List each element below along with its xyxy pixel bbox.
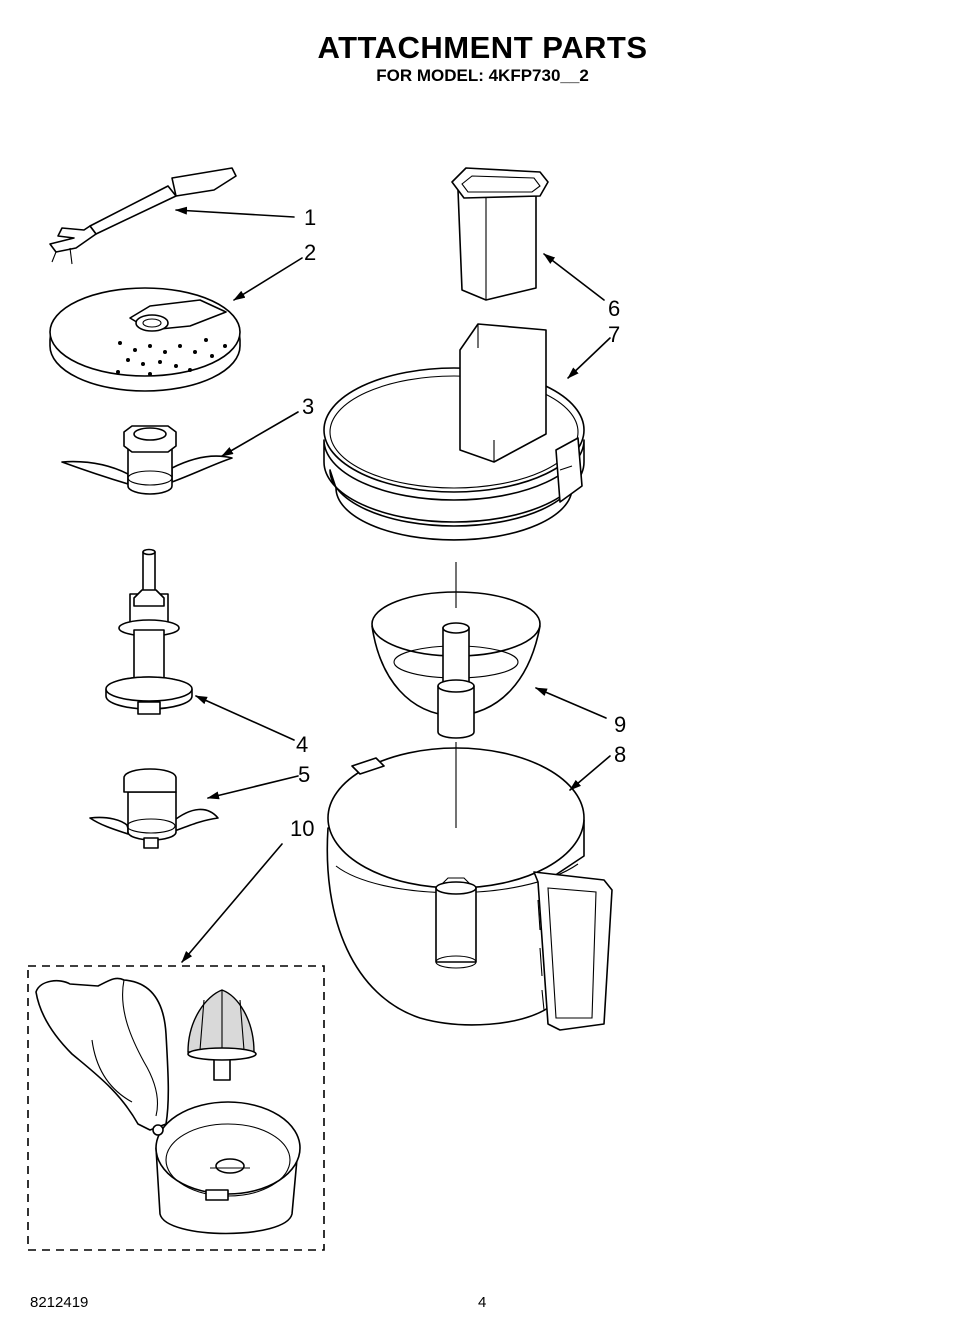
part-9-mini-bowl <box>371 591 541 739</box>
part-5-mini-blade <box>89 768 219 849</box>
callout-8: 8 <box>614 742 626 767</box>
callout-leaders <box>175 206 611 963</box>
callout-6: 6 <box>608 296 620 321</box>
part-6-small-pusher <box>451 167 549 301</box>
part-3-multipurpose-blade <box>61 425 233 495</box>
part-4-disc-stem <box>105 548 193 715</box>
callout-9: 9 <box>614 712 626 737</box>
callout-1: 1 <box>304 205 316 230</box>
part-1-spatula <box>49 167 237 265</box>
model-subtitle: FOR MODEL: 4KFP730__2 <box>376 66 589 85</box>
callout-4: 4 <box>296 732 308 757</box>
document-number: 8212419 <box>30 1294 89 1311</box>
callout-3: 3 <box>302 394 314 419</box>
page-title: ATTACHMENT PARTS <box>317 30 648 65</box>
callout-7: 7 <box>608 322 620 347</box>
callout-2: 2 <box>304 240 316 265</box>
callout-5: 5 <box>298 762 310 787</box>
callout-10: 10 <box>290 816 314 841</box>
part-7-bowl-cover <box>323 323 585 541</box>
page-number: 4 <box>478 1294 487 1311</box>
part-2-shredding-disc <box>49 287 241 392</box>
part-10-citrus-press-kit <box>27 965 325 1251</box>
